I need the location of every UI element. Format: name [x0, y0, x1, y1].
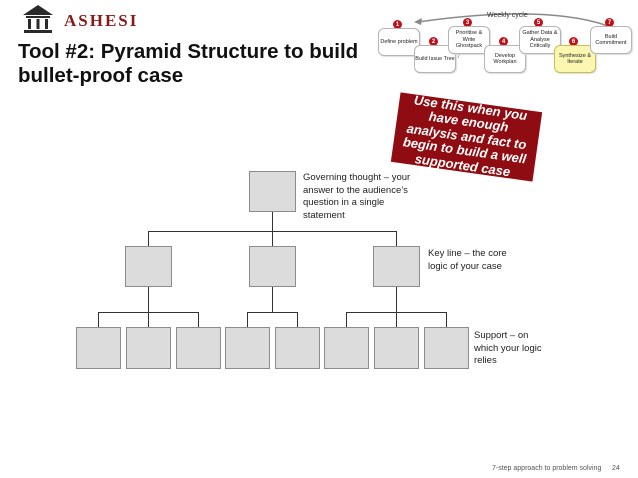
ashesi-logo-icon	[22, 4, 54, 34]
support-box	[374, 327, 419, 369]
connector-line	[396, 231, 397, 246]
callout-banner: Use this when you have enough analysis a…	[390, 92, 543, 182]
connector-line	[98, 312, 99, 327]
step-number: 3	[463, 18, 472, 27]
connector-line	[148, 231, 149, 246]
support-box	[324, 327, 369, 369]
connector-line	[247, 312, 248, 327]
connector-line	[272, 212, 273, 231]
support-note: Support – on which your logic relies	[474, 330, 542, 366]
cycle-label: Weekly cycle	[487, 12, 528, 19]
logo-text: ASHESI	[64, 11, 139, 30]
connector-line	[346, 312, 347, 327]
support-box	[424, 327, 469, 369]
connector-line	[272, 231, 273, 246]
key-line-box	[125, 246, 172, 287]
step-define-problem: Define problem	[378, 28, 420, 56]
step-number: 4	[499, 37, 508, 46]
slide-title: Tool #2: Pyramid Structure to build bull…	[18, 40, 359, 87]
connector-line	[272, 287, 273, 312]
connector-line	[297, 312, 298, 327]
step-number: 2	[429, 37, 438, 46]
page-number: 24	[612, 465, 620, 472]
connector-line	[396, 287, 397, 312]
support-box	[275, 327, 320, 369]
step-number: 7	[605, 18, 614, 27]
step-number: 5	[534, 18, 543, 27]
support-box	[126, 327, 171, 369]
support-box	[225, 327, 270, 369]
connector-line	[148, 312, 149, 327]
connector-line	[396, 312, 397, 327]
connector-line	[198, 312, 199, 327]
connector-line	[148, 287, 149, 312]
step-synthesize: Synthesize & Iterate	[554, 45, 596, 73]
key-line-box	[249, 246, 296, 287]
connector-line	[446, 312, 447, 327]
governing-thought-box	[249, 171, 296, 212]
governing-thought-note: Governing thought – your answer to the a…	[303, 172, 411, 221]
support-box	[76, 327, 121, 369]
key-line-note: Key line – the core logic of your case	[428, 248, 507, 272]
step-number: 1	[393, 20, 402, 29]
key-line-box	[373, 246, 420, 287]
step-prioritise: Prioritise & Write Ghostpack	[448, 26, 490, 54]
process-diagram: Weekly cycle 1 Define problem 2 Build Is…	[360, 8, 635, 93]
support-box	[176, 327, 221, 369]
step-build-commitment: Build Commitment	[590, 26, 632, 54]
connector-line	[247, 312, 298, 313]
step-number: 6	[569, 37, 578, 46]
footer-text: 7-step approach to problem solving	[492, 465, 602, 472]
